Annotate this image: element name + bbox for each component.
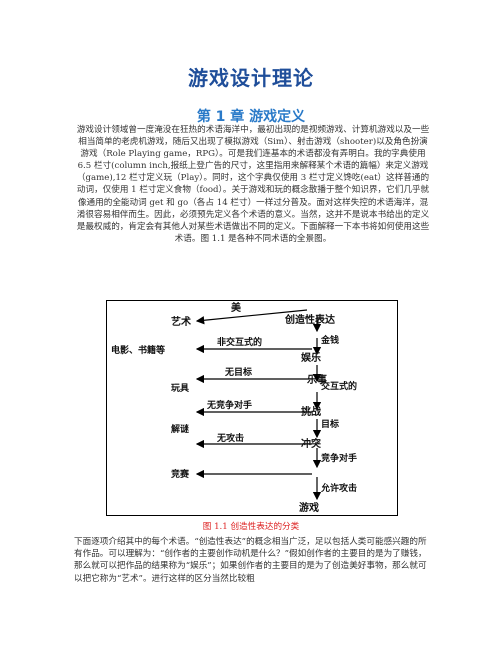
diagram-labels: 美 创造性表达 金钱 艺术 非交互式的 娱乐 电影、书籍等 交互式的 无目标 乐… bbox=[111, 301, 357, 514]
document-title: 游戏设计理论 bbox=[188, 66, 314, 90]
diagram-connectors bbox=[195, 309, 322, 501]
label-noninteractive: 非交互式的 bbox=[217, 336, 262, 348]
label-allow-attack: 允许攻击 bbox=[320, 482, 357, 494]
label-money: 金钱 bbox=[320, 334, 339, 346]
intro-paragraph: 游戏设计领域曾一度淹没在狂热的术语海洋中，最初出现的是视频游戏、计算机游戏以及一… bbox=[76, 125, 430, 244]
chapter-heading: 第 1 章 游戏定义 bbox=[196, 109, 306, 125]
label-challenge: 挑战 bbox=[301, 405, 321, 418]
label-no-goal: 无目标 bbox=[224, 366, 252, 378]
label-beauty: 美 bbox=[231, 301, 242, 314]
label-toy: 玩具 bbox=[171, 383, 189, 394]
label-play: 乐事 bbox=[307, 373, 327, 386]
figure-caption: 图 1.1 创造性表达的分类 bbox=[202, 522, 300, 532]
label-contest: 竞赛 bbox=[170, 468, 190, 480]
label-interactive: 交互式的 bbox=[321, 380, 357, 392]
label-no-attack: 无攻击 bbox=[216, 432, 244, 444]
body-paragraph: 下面逐项介绍其中的每个术语。“创造性表达”的概念相当广泛，足以包括人类可能感兴趣… bbox=[74, 537, 427, 584]
label-no-competitor: 无竞争对手 bbox=[206, 399, 252, 411]
creative-expression-diagram: 美 创造性表达 金钱 艺术 非交互式的 娱乐 电影、书籍等 交互式的 无目标 乐… bbox=[106, 300, 398, 516]
label-art: 艺术 bbox=[171, 315, 191, 328]
label-goal: 目标 bbox=[321, 418, 339, 430]
diagram-svg: 美 创造性表达 金钱 艺术 非交互式的 娱乐 电影、书籍等 交互式的 无目标 乐… bbox=[111, 301, 357, 514]
label-puzzle: 解谜 bbox=[171, 423, 190, 435]
label-conflict: 冲突 bbox=[301, 437, 321, 450]
label-entertainment: 娱乐 bbox=[301, 351, 321, 364]
label-game: 游戏 bbox=[299, 501, 319, 514]
label-creative-expression: 创造性表达 bbox=[284, 313, 335, 326]
label-competitor: 竞争对手 bbox=[320, 452, 357, 464]
label-film-books: 电影、书籍等 bbox=[111, 344, 165, 356]
